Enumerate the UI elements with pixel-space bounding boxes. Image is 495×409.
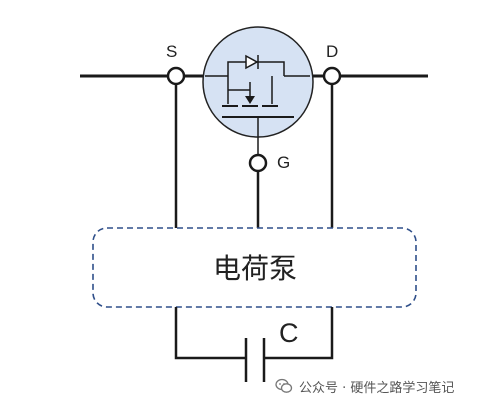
mosfet-symbol <box>202 26 314 138</box>
gate-label: G <box>277 153 290 172</box>
body-arrow-icon <box>245 96 255 104</box>
capacitor-right-wire <box>264 307 334 360</box>
wechat-icon <box>275 378 293 393</box>
drain-label: D <box>326 42 338 61</box>
capacitor-label: C <box>279 318 299 348</box>
capacitor-left-wire <box>174 307 246 360</box>
source-label: S <box>166 42 177 61</box>
source-terminal <box>166 66 186 86</box>
charge-pump-block <box>92 227 417 308</box>
charge-pump-label: 电荷泵 <box>213 252 297 285</box>
gate-terminal <box>248 153 268 173</box>
watermark: 公众号 · 硬件之路学习笔记 <box>275 374 454 398</box>
diode-icon <box>245 54 259 70</box>
drain-terminal <box>322 66 342 86</box>
watermark-text: 公众号 · 硬件之路学习笔记 <box>299 380 455 396</box>
